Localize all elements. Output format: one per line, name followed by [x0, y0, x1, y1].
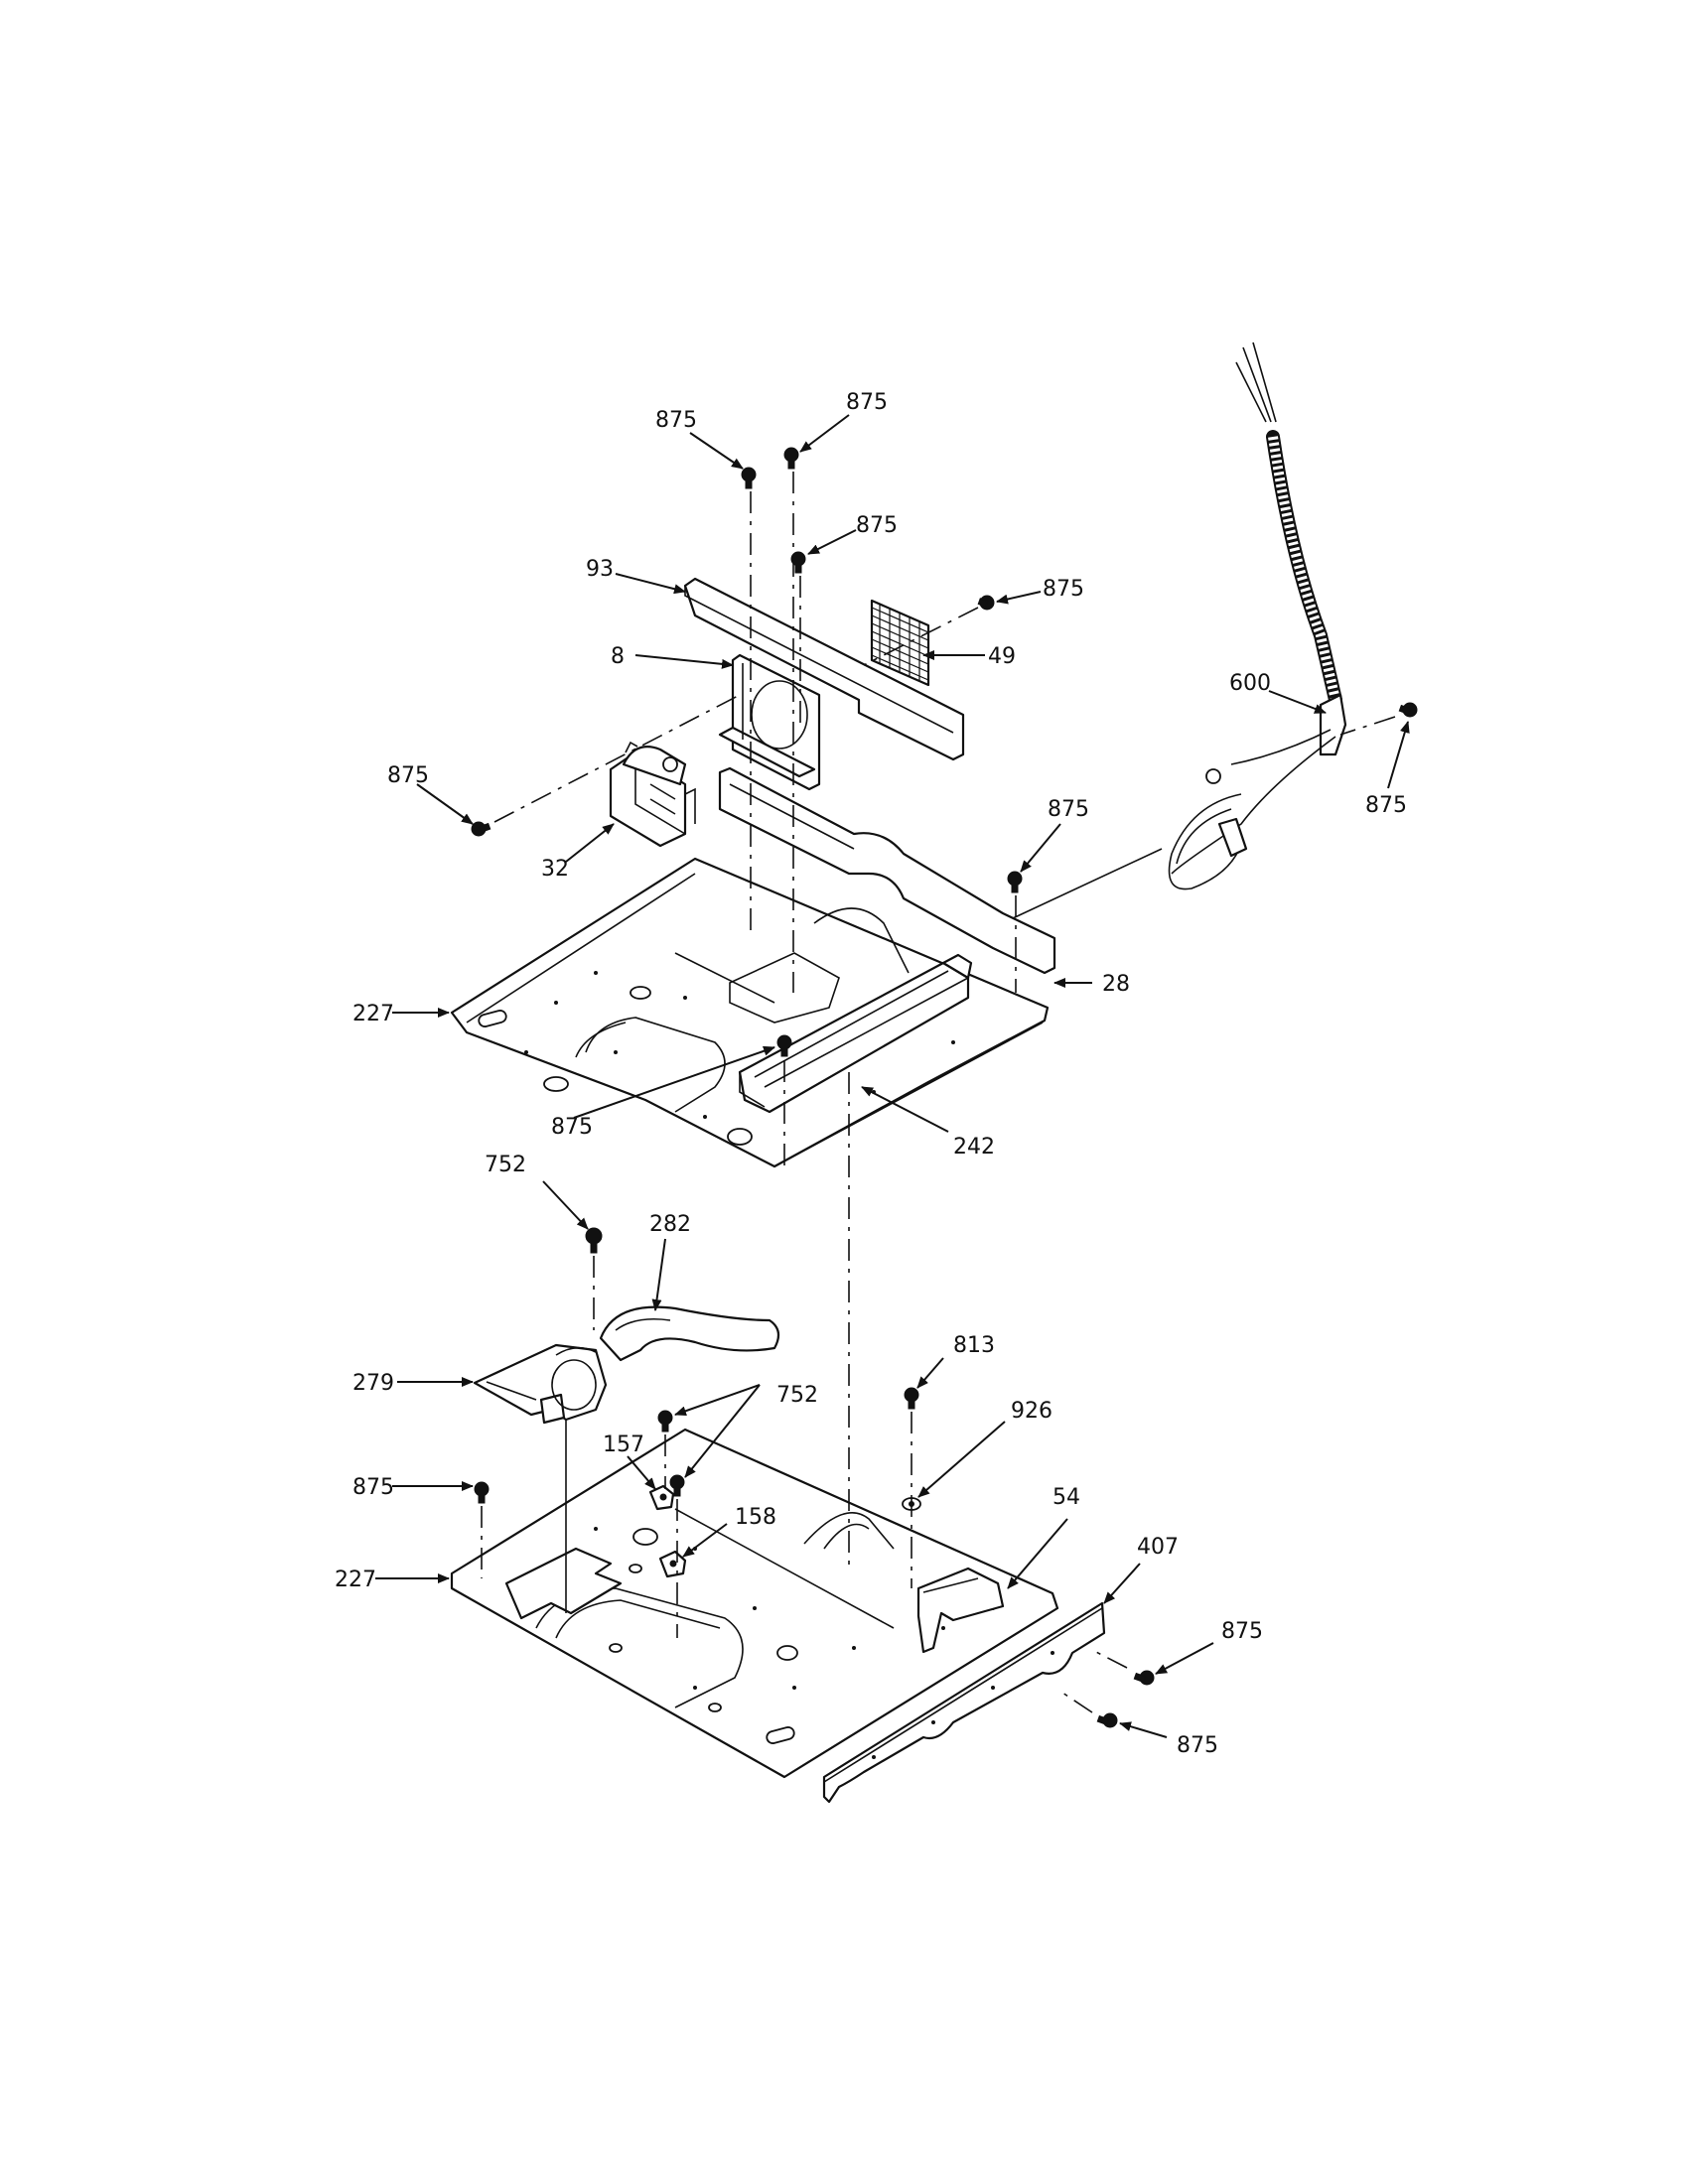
screw-icon — [1398, 702, 1418, 718]
screw-icon — [657, 1410, 673, 1433]
switch-157 — [648, 1484, 675, 1511]
grille-49 — [870, 599, 930, 687]
screw-icon — [790, 551, 806, 574]
lower-base-plate — [450, 1428, 1059, 1779]
screw-icon — [585, 1227, 603, 1254]
label-part-282: 282 — [649, 1212, 691, 1237]
label-part-93: 93 — [586, 557, 614, 582]
label-screws-752: 752 — [776, 1383, 818, 1408]
label-screw: 875 — [352, 1475, 394, 1500]
motor-32 — [609, 741, 696, 848]
label-screw: 875 — [856, 513, 898, 538]
switch-158 — [658, 1550, 687, 1578]
part-labels: 875 875 875 875 93 8 49 875 32 600 875 8… — [335, 390, 1407, 1758]
label-screw: 875 — [655, 408, 697, 433]
screw-icons — [471, 447, 1418, 1728]
label-part-926: 926 — [1011, 1399, 1052, 1424]
label-part-813: 813 — [953, 1333, 995, 1358]
screw-icon — [474, 1481, 490, 1504]
label-part-32: 32 — [541, 857, 569, 882]
label-part-158: 158 — [735, 1505, 776, 1530]
duct-282 — [599, 1305, 780, 1362]
label-screw: 875 — [1365, 793, 1407, 818]
screw-icon — [1096, 1712, 1118, 1728]
label-part-54: 54 — [1052, 1485, 1080, 1510]
label-screw: 875 — [846, 390, 888, 415]
label-part-600: 600 — [1229, 671, 1271, 696]
upper-base-plate — [450, 857, 1050, 1168]
label-part-28: 28 — [1102, 972, 1130, 997]
label-screw: 875 — [551, 1115, 593, 1140]
screw-icon — [669, 1474, 685, 1497]
leader-lines — [375, 414, 1410, 1738]
channel-242 — [738, 953, 973, 1114]
screw-icon — [1007, 871, 1023, 893]
label-part-49: 49 — [988, 644, 1016, 669]
bracket-8 — [718, 653, 821, 791]
power-cord-600 — [1168, 341, 1347, 890]
screw-icon — [741, 467, 757, 489]
screw-icon — [783, 447, 799, 470]
screw-icon — [977, 595, 995, 611]
front-panel-407 — [822, 1601, 1106, 1804]
label-part-242: 242 — [953, 1135, 995, 1160]
label-part-407: 407 — [1137, 1535, 1179, 1560]
screw-icon — [1133, 1670, 1155, 1686]
label-screw: 875 — [1043, 577, 1084, 602]
screw-icon — [904, 1387, 919, 1410]
label-part-279: 279 — [352, 1371, 394, 1396]
label-part-227-upper: 227 — [352, 1002, 394, 1026]
alignment-lines — [481, 472, 1396, 1713]
label-part-227-lower: 227 — [335, 1568, 376, 1592]
label-part-157: 157 — [603, 1433, 644, 1457]
label-screw: 875 — [1221, 1619, 1263, 1644]
label-part-8: 8 — [611, 644, 625, 669]
label-screw-752: 752 — [485, 1153, 526, 1177]
label-screw: 875 — [1048, 797, 1089, 822]
blower-279 — [473, 1343, 608, 1425]
label-screw: 875 — [387, 763, 429, 788]
bracket-54 — [916, 1567, 1005, 1654]
label-screw: 875 — [1177, 1733, 1218, 1758]
screw-icon — [471, 821, 491, 837]
screw-icon — [776, 1034, 792, 1057]
